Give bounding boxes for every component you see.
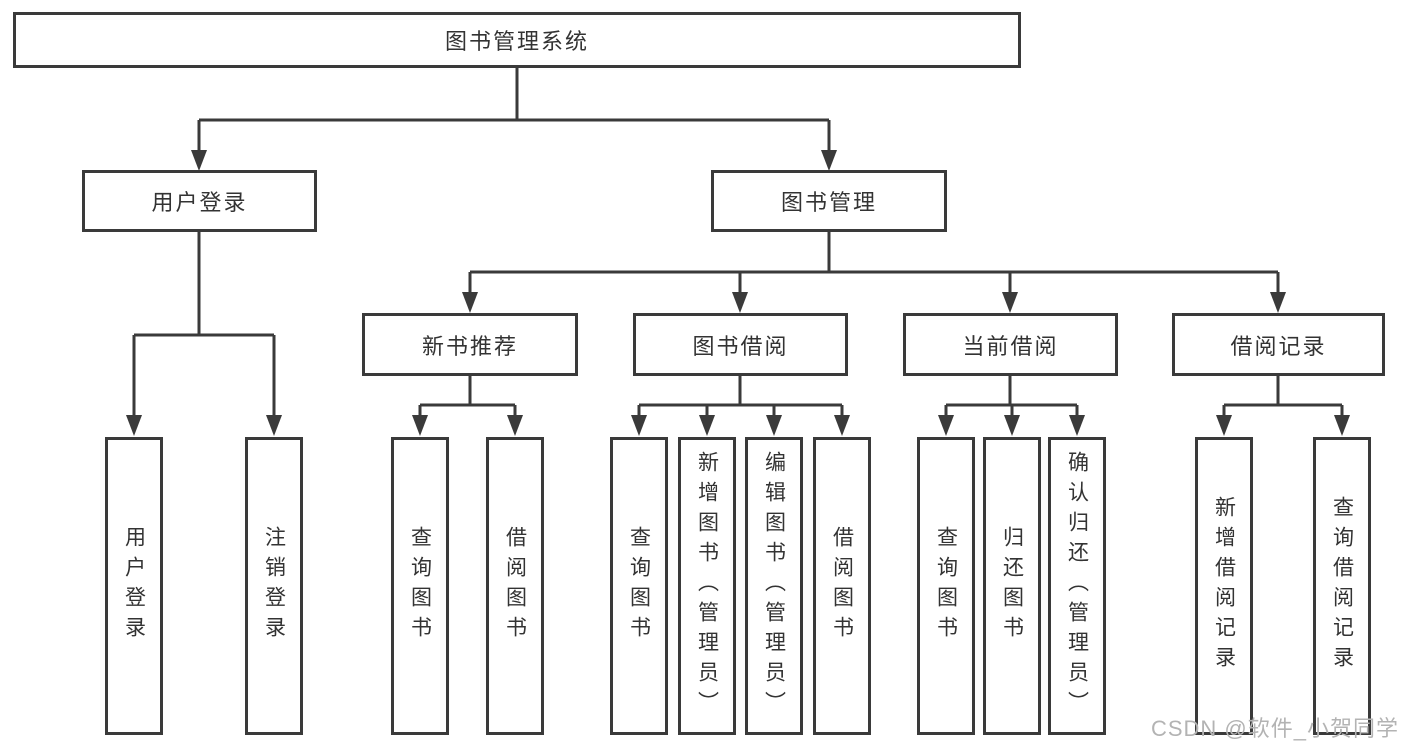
branch-user-login [132, 232, 276, 416]
branch-new-book [418, 375, 517, 416]
leaf-add-book-admin: 新增图书（管理员） [678, 437, 736, 735]
leaf-query-books-recommend: 查询图书 [391, 437, 449, 735]
leaf-borrow-books: 借阅图书 [813, 437, 871, 735]
branch-borrow-records [1222, 375, 1344, 416]
node-book-management: 图书管理 [711, 170, 947, 232]
leaf-logout: 注销登录 [245, 437, 303, 735]
leaf-user-login: 用户登录 [105, 437, 163, 735]
watermark: CSDN @软件_小贺同学 [1150, 716, 1399, 741]
leaf-query-borrow-record: 查询借阅记录 [1313, 437, 1371, 735]
branch-root [197, 66, 831, 151]
leaf-return-book: 归还图书 [983, 437, 1041, 735]
leaf-add-borrow-record: 新增借阅记录 [1195, 437, 1253, 735]
leaf-confirm-return-admin: 确认归还（管理员） [1048, 437, 1106, 735]
leaf-edit-book-admin: 编辑图书（管理员） [745, 437, 803, 735]
node-user-login: 用户登录 [82, 170, 317, 232]
node-borrow-records: 借阅记录 [1172, 313, 1385, 376]
leaf-borrow-books-recommend: 借阅图书 [486, 437, 544, 735]
node-root: 图书管理系统 [13, 12, 1021, 68]
node-book-borrow: 图书借阅 [633, 313, 848, 376]
arrowheads [126, 150, 1350, 436]
leaf-query-books-current: 查询图书 [917, 437, 975, 735]
branch-current-borrow [944, 375, 1079, 416]
branch-book-management [468, 232, 1280, 293]
branch-book-borrow [637, 375, 844, 416]
node-new-book-recommend: 新书推荐 [362, 313, 578, 376]
node-current-borrow: 当前借阅 [903, 313, 1118, 376]
leaf-query-books-borrow: 查询图书 [610, 437, 668, 735]
